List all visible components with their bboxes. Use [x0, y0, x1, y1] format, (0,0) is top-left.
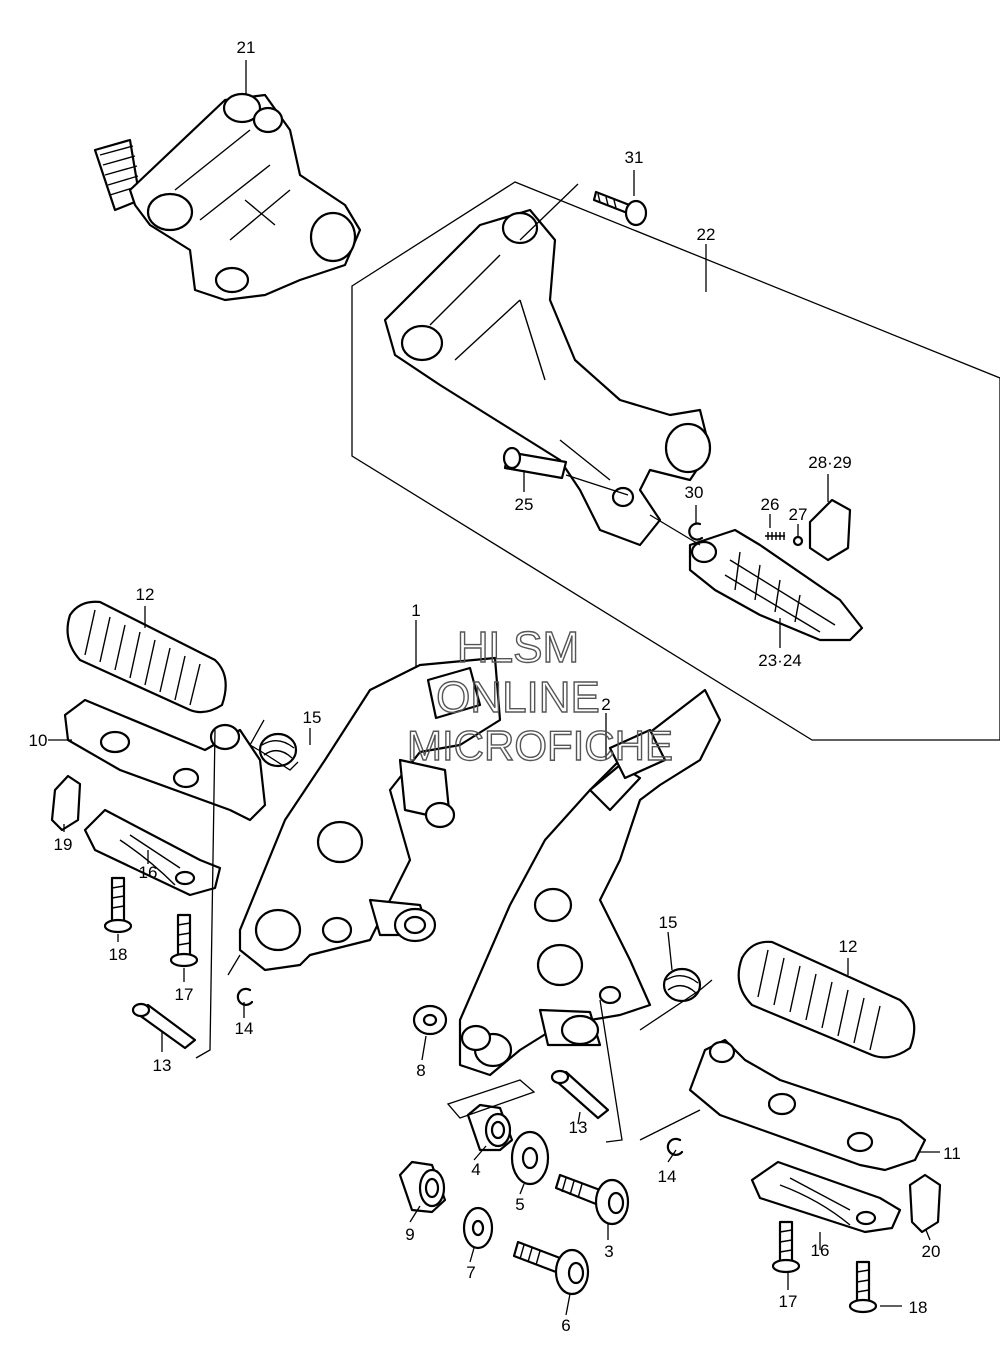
label-19: 19 [54, 835, 73, 854]
label-12-left: 12 [136, 585, 155, 604]
part-14-clip-right [666, 1137, 684, 1156]
label-1: 1 [411, 601, 420, 620]
label-16-right: 16 [811, 1241, 830, 1260]
part-28-29-plate [808, 498, 852, 562]
part-23-24-footpeg [688, 528, 864, 642]
label-23-24: 23·24 [758, 651, 801, 670]
part-7-washer [462, 1206, 494, 1250]
part-5-washer [510, 1130, 550, 1186]
label-13-left: 13 [153, 1056, 172, 1075]
label-21: 21 [237, 38, 256, 57]
label-7: 7 [466, 1263, 475, 1282]
part-20-rubber [908, 1173, 942, 1234]
label-30: 30 [685, 483, 704, 502]
part-14-clip-left [236, 987, 254, 1006]
label-4: 4 [471, 1160, 480, 1179]
part-25-pin [502, 446, 568, 480]
label-27: 27 [789, 505, 808, 524]
label-20: 20 [922, 1242, 941, 1261]
part-12-left-footpeg-rubber [66, 600, 227, 714]
label-14-left: 14 [235, 1019, 254, 1038]
part-17-bolt-right [771, 1220, 801, 1274]
assembly-box-22 [351, 181, 1000, 741]
part-13-pin-right [550, 1069, 610, 1120]
label-12-right: 12 [839, 937, 858, 956]
watermark: HLSM ONLINE MICROFICHE [406, 622, 673, 769]
label-2: 2 [601, 695, 610, 714]
watermark-line-2: ONLINE [436, 673, 600, 722]
part-30-clip [688, 522, 704, 541]
label-8: 8 [416, 1061, 425, 1080]
part-16-left-plate [83, 808, 222, 897]
leader-lines [48, 60, 940, 1316]
part-15-spring-right [662, 967, 702, 1003]
part-19-rubber [50, 774, 82, 832]
label-26: 26 [761, 495, 780, 514]
part-16-right-plate [750, 1160, 902, 1234]
watermark-line-3: MICROFICHE [407, 722, 673, 769]
part-26-spring [765, 532, 785, 540]
part-21-rear-bracket-assembly [93, 92, 362, 302]
part-27-ball [792, 535, 804, 547]
label-10: 10 [29, 731, 48, 750]
label-25: 25 [515, 495, 534, 514]
label-28-29: 28·29 [808, 453, 851, 472]
label-16-left: 16 [139, 863, 158, 882]
part-8-washer [412, 1004, 448, 1036]
label-14-right: 14 [658, 1167, 677, 1186]
part-11-right-footpeg [688, 1038, 927, 1172]
part-4-bushing [466, 1103, 514, 1152]
label-6: 6 [561, 1316, 570, 1335]
label-15-left: 15 [303, 708, 322, 727]
watermark-line-1: HLSM [457, 623, 579, 672]
label-9: 9 [405, 1225, 414, 1244]
part-22-bracket [383, 208, 712, 547]
label-17-right: 17 [779, 1292, 798, 1311]
label-3: 3 [604, 1242, 613, 1261]
part-6-bolt [512, 1240, 590, 1296]
part-13-pin-left [131, 1002, 197, 1050]
part-31-bolt [592, 190, 648, 227]
part-15-spring-left [258, 732, 298, 768]
label-31: 31 [625, 148, 644, 167]
label-18-left: 18 [109, 945, 128, 964]
label-18-right: 18 [909, 1298, 928, 1317]
label-22: 22 [697, 225, 716, 244]
part-9-bushing [398, 1160, 447, 1214]
part-10-left-footpeg [63, 698, 267, 822]
label-17-left: 17 [175, 985, 194, 1004]
part-1-left-bracket [238, 656, 502, 972]
part-2-right-bracket [458, 688, 722, 1077]
part-labels: 21 31 22 28·29 30 25 26 27 23·24 12 1 2 … [29, 38, 961, 1335]
label-15-right: 15 [659, 913, 678, 932]
label-11: 11 [943, 1144, 961, 1163]
part-17-bolt-left [169, 913, 199, 968]
part-18-bolt-left [103, 876, 133, 934]
part-3-bolt [554, 1173, 630, 1226]
label-5: 5 [515, 1195, 524, 1214]
label-13-right: 13 [569, 1118, 588, 1137]
part-12-right-footpeg-rubber [737, 940, 916, 1059]
part-18-bolt-right [848, 1260, 878, 1314]
